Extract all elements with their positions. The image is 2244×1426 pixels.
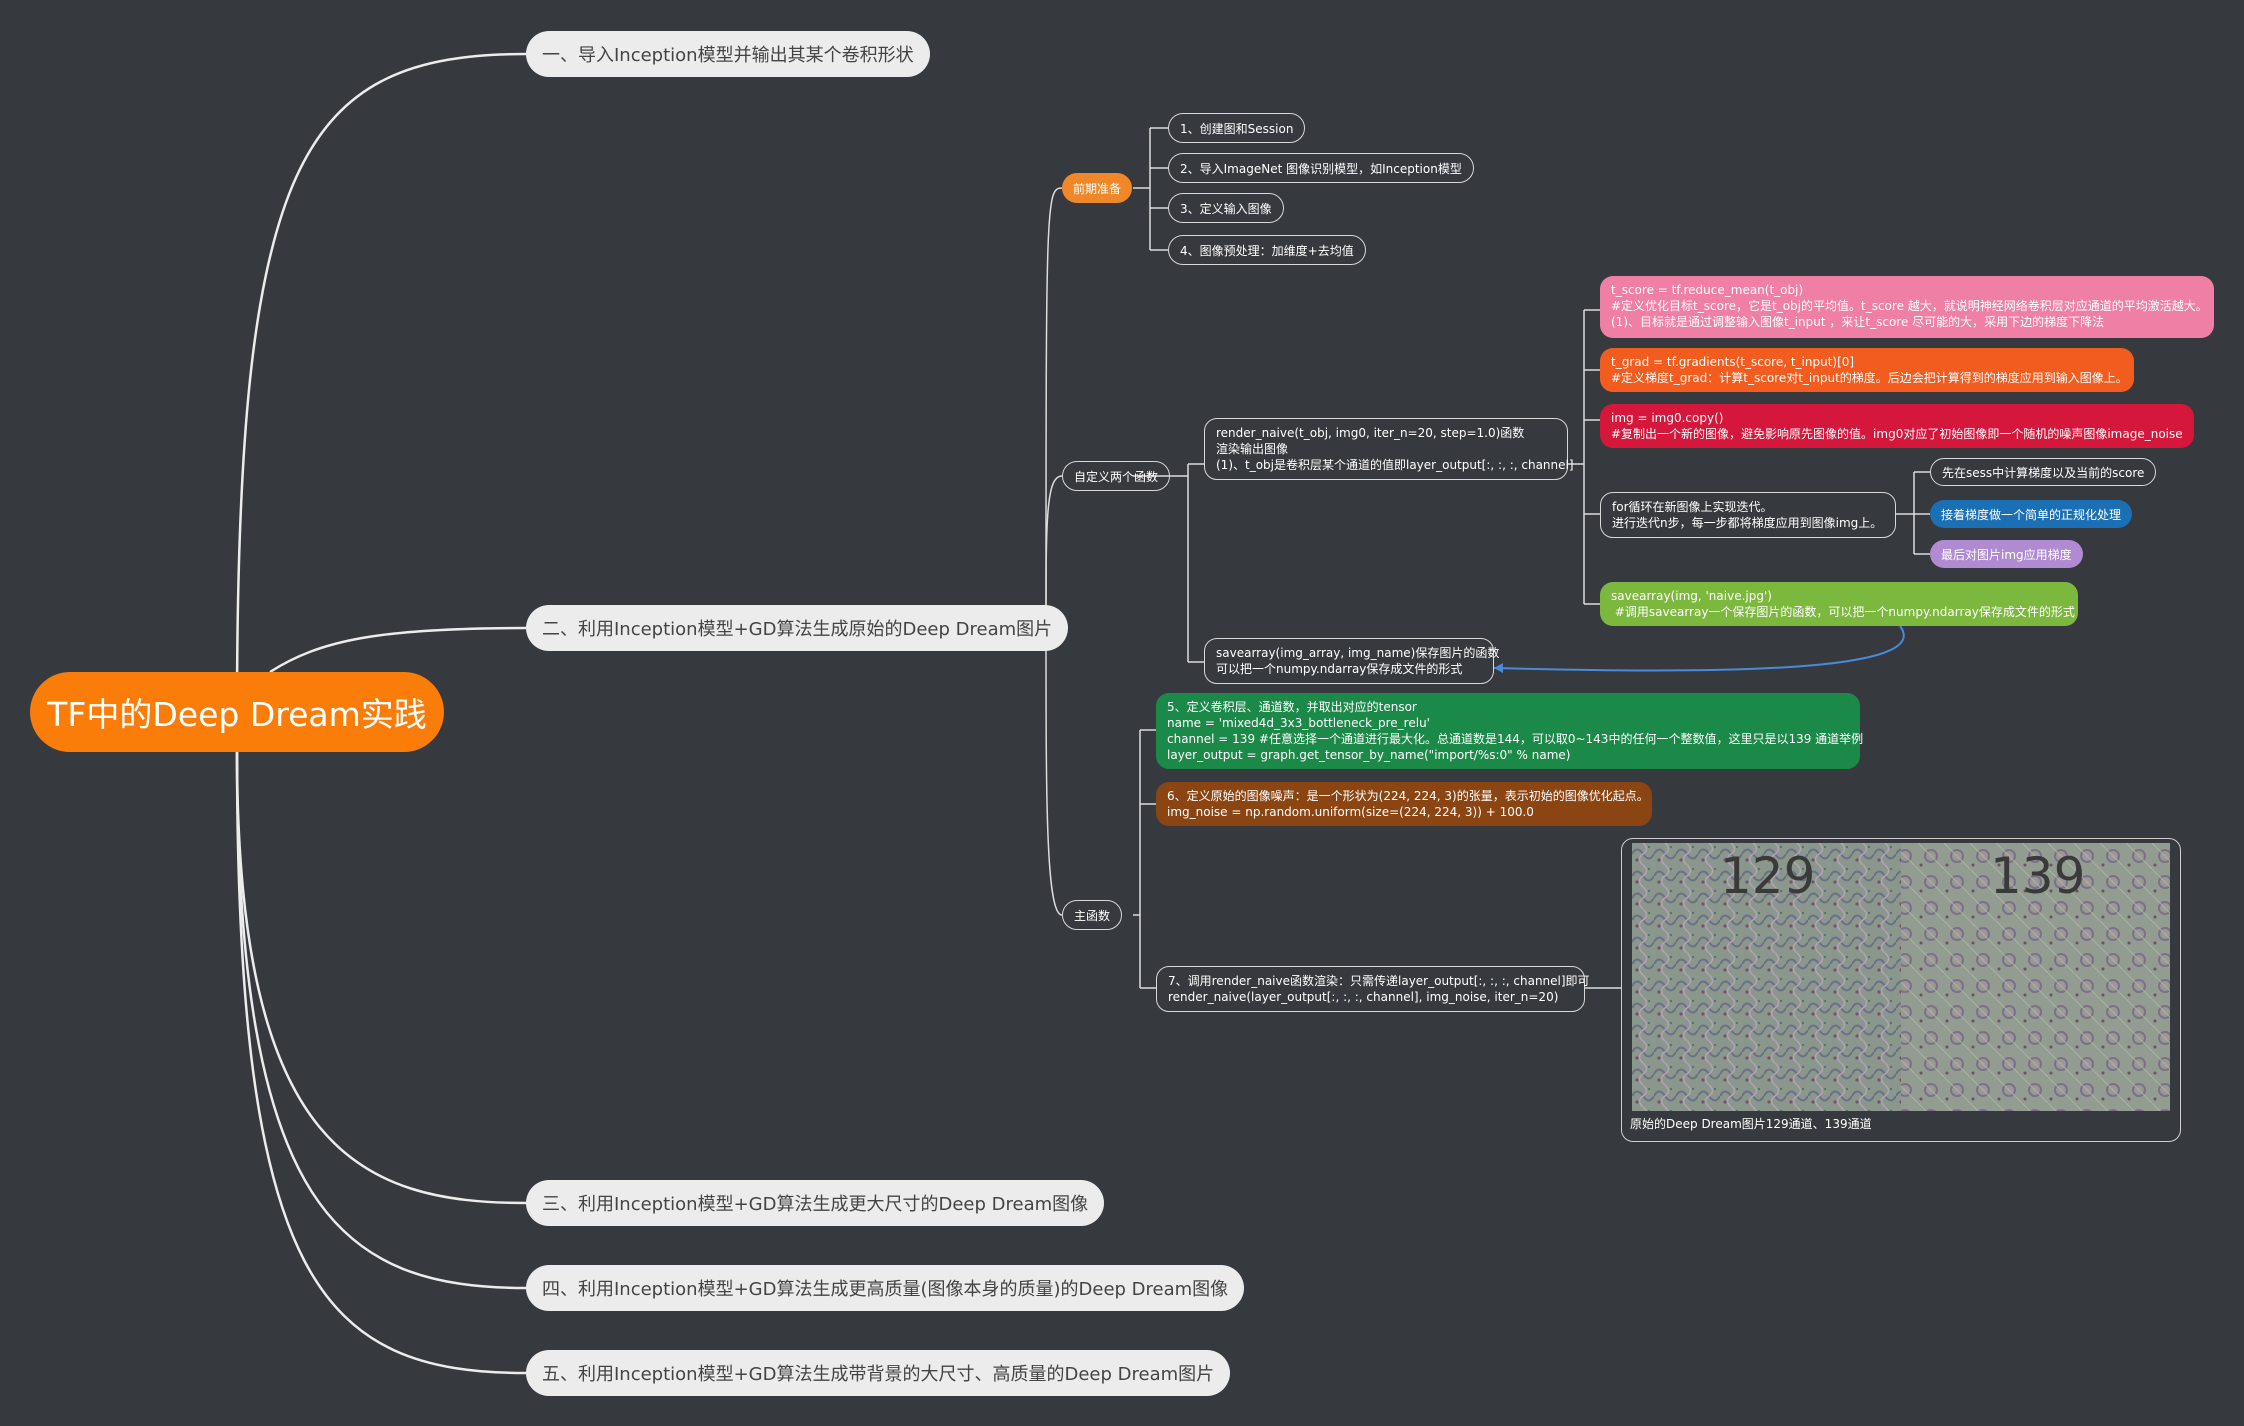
step5-line-4: layer_output = graph.get_tensor_by_name(… (1167, 748, 1571, 762)
savearray-node[interactable]: savearray(img_array, img_name)保存图片的函数 可以… (1204, 638, 1500, 684)
prep-item-2[interactable]: 2、导入ImageNet 图像识别模型，如Inception模型 (1168, 153, 1474, 183)
loop-step-2[interactable]: 接着梯度做一个简单的正规化处理 (1930, 500, 2133, 528)
prep-item-4[interactable]: 4、图像预处理：加维度+去均值 (1168, 235, 1366, 265)
main-function-node[interactable]: 主函数 (1062, 900, 1123, 930)
prep-node[interactable]: 前期准备 (1062, 173, 1133, 203)
savearray-line-2: 可以把一个numpy.ndarray保存成文件的形式 (1216, 662, 1463, 676)
render-naive-node[interactable]: render_naive(t_obj, img0, iter_n=20, ste… (1204, 418, 1574, 480)
prep-item-1[interactable]: 1、创建图和Session (1168, 113, 1306, 143)
section-3[interactable]: 三、利用Inception模型+GD算法生成更大尺寸的Deep Dream图像 (526, 1180, 1105, 1226)
section-1[interactable]: 一、导入Inception模型并输出其某个卷积形状 (526, 31, 930, 77)
loop-line-1: for循环在新图像上实现迭代。 (1612, 500, 1773, 514)
loop-step-3[interactable]: 最后对图片img应用梯度 (1930, 540, 2083, 568)
save-call-line-2: #调用savearray一个保存图片的函数，可以把一个numpy.ndarray… (1611, 605, 2075, 619)
deep-dream-texture (1632, 843, 2170, 1111)
step5-line-1: 5、定义卷积层、通道数，并取出对应的tensor (1167, 700, 1417, 714)
deep-dream-image: 129 139 (1632, 843, 2170, 1111)
t-grad-node[interactable]: t_grad = tf.gradients(t_score, t_input)[… (1600, 348, 2134, 392)
loop-step-1[interactable]: 先在sess中计算梯度以及当前的score (1930, 458, 2157, 486)
step6-line-2: img_noise = np.random.uniform(size=(224,… (1167, 805, 1534, 819)
render-naive-line-1: render_naive(t_obj, img0, iter_n=20, ste… (1216, 426, 1525, 440)
t-grad-line-1: t_grad = tf.gradients(t_score, t_input)[… (1611, 355, 1855, 369)
render-naive-line-3: (1)、t_obj是卷积层某个通道的值即layer_output[:, :, :… (1216, 458, 1574, 472)
step7-line-2: render_naive(layer_output[:, :, :, chann… (1168, 990, 1559, 1004)
section-4[interactable]: 四、利用Inception模型+GD算法生成更高质量(图像本身的质量)的Deep… (526, 1265, 1245, 1311)
render-naive-line-2: 渲染输出图像 (1216, 442, 1289, 456)
img-copy-line-1: img = img0.copy() (1611, 411, 1724, 425)
t-score-line-2: #定义优化目标t_score，它是t_obj的平均值。t_score 越大，就说… (1611, 299, 2208, 313)
step7-line-1: 7、调用render_naive函数渲染：只需传递layer_output[:,… (1168, 974, 1590, 988)
loop-node[interactable]: for循环在新图像上实现迭代。 进行迭代n步，每一步都将梯度应用到图像img上。 (1600, 492, 1896, 538)
t-grad-line-2: #定义梯度t_grad：计算t_score对t_input的梯度。后边会把计算得… (1611, 371, 2128, 385)
prep-item-3[interactable]: 3、定义输入图像 (1168, 193, 1284, 223)
img-copy-line-2: #复制出一个新的图像，避免影响原先图像的值。img0对应了初始图像即一个随机的噪… (1611, 427, 2183, 441)
image-label-139: 139 (1990, 847, 2086, 905)
save-call-line-1: savearray(img, 'naive.jpg') (1611, 589, 1772, 603)
step7-node[interactable]: 7、调用render_naive函数渲染：只需传递layer_output[:,… (1156, 966, 1590, 1012)
savearray-line-1: savearray(img_array, img_name)保存图片的函数 (1216, 646, 1500, 660)
image-label-129: 129 (1720, 847, 1816, 905)
t-score-node[interactable]: t_score = tf.reduce_mean(t_obj) #定义优化目标t… (1600, 276, 2214, 338)
img-copy-node[interactable]: img = img0.copy() #复制出一个新的图像，避免影响原先图像的值。… (1600, 404, 2194, 448)
image-caption: 原始的Deep Dream图片129通道、139通道 (1630, 1117, 1872, 1131)
step6-line-1: 6、定义原始的图像噪声：是一个形状为(224, 224, 3)的张量，表示初始的… (1167, 789, 1649, 803)
root-topic[interactable]: TF中的Deep Dream实践 (30, 672, 444, 752)
section-5[interactable]: 五、利用Inception模型+GD算法生成带背景的大尺寸、高质量的Deep D… (526, 1350, 1231, 1396)
step6-node[interactable]: 6、定义原始的图像噪声：是一个形状为(224, 224, 3)的张量，表示初始的… (1156, 782, 1652, 826)
deep-dream-image-panel[interactable]: 129 139 原始的Deep Dream图片129通道、139通道 (1621, 838, 2181, 1142)
loop-line-2: 进行迭代n步，每一步都将梯度应用到图像img上。 (1612, 516, 1883, 530)
t-score-line-3: (1)、目标就是通过调整输入图像t_input ，来让t_score 尽可能的大… (1611, 315, 2105, 329)
step5-line-2: name = 'mixed4d_3x3_bottleneck_pre_relu' (1167, 716, 1430, 730)
section-2[interactable]: 二、利用Inception模型+GD算法生成原始的Deep Dream图片 (526, 605, 1069, 651)
step5-node[interactable]: 5、定义卷积层、通道数，并取出对应的tensor name = 'mixed4d… (1156, 693, 1864, 769)
custom-functions-node[interactable]: 自定义两个函数 (1062, 461, 1171, 491)
step5-line-3: channel = 139 #任意选择一个通道进行最大化。总通道数是144，可以… (1167, 732, 1864, 746)
t-score-line-1: t_score = tf.reduce_mean(t_obj) (1611, 283, 1804, 297)
save-call-node[interactable]: savearray(img, 'naive.jpg') #调用savearray… (1600, 582, 2078, 626)
